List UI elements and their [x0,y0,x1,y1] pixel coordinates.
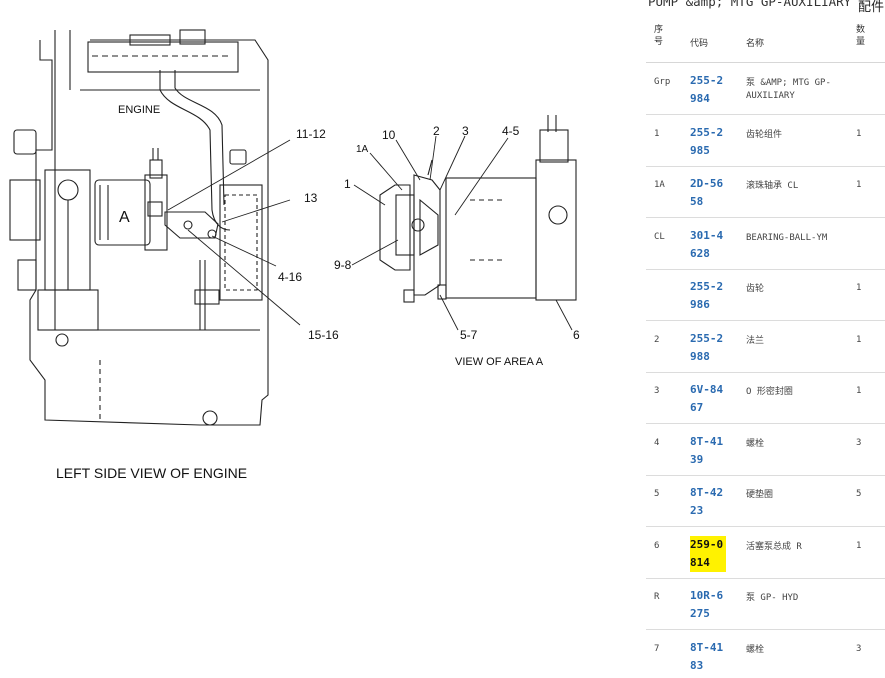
row-seq: 1 [654,128,660,139]
part-qty: 1 [856,386,862,396]
part-code-link[interactable]: 2D-5658 [690,177,724,208]
header-code: 代码 [690,39,709,49]
part-code-link[interactable]: 255-2988 [690,331,724,363]
table-row: 2 255-2988 法兰 1 [646,321,885,373]
table-row: 5 8T-4223 硬垫圈 5 [646,475,885,527]
part-code-link[interactable]: 259-0814 [690,535,726,572]
part-name: 硬垫圈 [746,490,774,500]
callout-6: 6 [573,328,580,342]
row-seq: 4 [654,437,660,448]
header-name: 名称 [746,39,765,49]
leader-lines-right [351,135,573,331]
part-name: 泵 GP- HYD [746,593,799,603]
callout-1a: 1A [356,144,369,155]
callout-1: 1 [344,177,351,191]
row-seq: R [654,592,660,602]
part-code-link[interactable]: 255-2985 [690,125,724,157]
part-code-link[interactable]: 6V-8467 [690,383,724,414]
parts-list-title: PUMP &amp; MTG GP-AUXILIARY [648,0,852,9]
row-seq: Grp [654,77,671,87]
area-a-detail-drawing [379,115,577,303]
row-seq: 5 [654,489,660,499]
caption-left-side-view: LEFT SIDE VIEW OF ENGINE [56,465,247,481]
callout-13: 13 [304,191,318,205]
parts-table-header: 序号 代码 名称 数量 [646,22,885,63]
table-row: CL 301-4628 BEARING-BALL-YM [646,218,885,270]
table-row: 1 255-2985 齿轮组件 1 [646,115,885,167]
table-row: 1A 2D-5658 滚珠轴承 CL 1 [646,166,885,218]
callout-3: 3 [462,124,469,138]
part-name: BEARING-BALL-YM [746,232,828,243]
table-row: 4 8T-4139 螺栓 3 [646,424,885,476]
table-row: 6 259-0814 活塞泵总成 R 1 [646,527,885,579]
callout-11-12: 11-12 [296,127,326,141]
row-seq: 1A [654,180,665,190]
callout-4-16: 4-16 [278,270,302,284]
header-seq: 序号 [654,25,664,47]
part-name: 活塞泵总成 R [746,541,802,552]
part-code-link[interactable]: 255-2986 [690,280,724,311]
part-name: O 形密封圈 [746,387,793,397]
part-qty: 1 [856,128,862,139]
row-seq: 6 [654,540,660,551]
row-seq: 3 [654,386,660,396]
part-name: 螺栓 [746,644,765,655]
part-qty: 1 [856,334,862,345]
callout-2: 2 [433,124,440,138]
part-name: 齿轮 [746,284,765,294]
caption-view-of-area-a: VIEW OF AREA A [455,356,544,368]
part-qty: 1 [856,540,862,551]
table-row: 3 6V-8467 O 形密封圈 1 [646,372,885,424]
area-a-label: A [119,209,130,226]
exploded-parts-diagram: ENGINE A LEFT SIDE VIEW OF ENGINE VIEW O… [9,29,580,481]
engine-left-side-drawing [9,29,269,426]
part-qty: 3 [856,437,862,448]
header-qty: 数量 [856,25,866,47]
part-qty: 3 [856,643,862,654]
part-name: 法兰 [746,335,765,346]
callout-15-16: 15-16 [308,328,339,342]
part-name: 泵 &AMP; MTG GP-AUXILIARY [746,78,831,101]
engine-label: ENGINE [118,104,160,116]
part-code-link[interactable]: 255-2984 [690,74,724,105]
part-code-link[interactable]: 8T-4139 [690,434,724,466]
parts-list-title-cn: 配件 [858,0,885,15]
callout-5-7: 5-7 [460,328,478,342]
part-code-link[interactable]: 8T-4223 [690,486,724,517]
part-code-link[interactable]: 8T-4183 [690,640,724,672]
callout-4-5: 4-5 [502,124,520,138]
part-qty: 1 [856,180,862,190]
row-seq: CL [654,231,665,242]
callout-10: 10 [382,128,396,142]
table-row: 7 8T-4183 螺栓 3 [646,630,885,678]
part-code-link[interactable]: 10R-6275 [690,589,724,620]
leader-lines-left [167,139,301,326]
part-qty: 5 [856,489,862,499]
part-name: 滚珠轴承 CL [746,181,799,191]
table-row: Grp 255-2984 泵 &AMP; MTG GP-AUXILIARY [646,63,885,115]
table-row: R 10R-6275 泵 GP- HYD [646,578,885,630]
callout-9-8: 9-8 [334,258,352,272]
part-qty: 1 [856,283,862,293]
row-seq: 7 [654,643,660,654]
part-code-link[interactable]: 301-4628 [690,228,724,260]
table-row: 255-2986 齿轮 1 [646,269,885,321]
part-name: 齿轮组件 [746,129,783,140]
part-name: 螺栓 [746,438,765,449]
row-seq: 2 [654,334,660,345]
parts-list-panel: PUMP &amp; MTG GP-AUXILIARY 配件 序号 代码 名称 … [646,0,885,678]
